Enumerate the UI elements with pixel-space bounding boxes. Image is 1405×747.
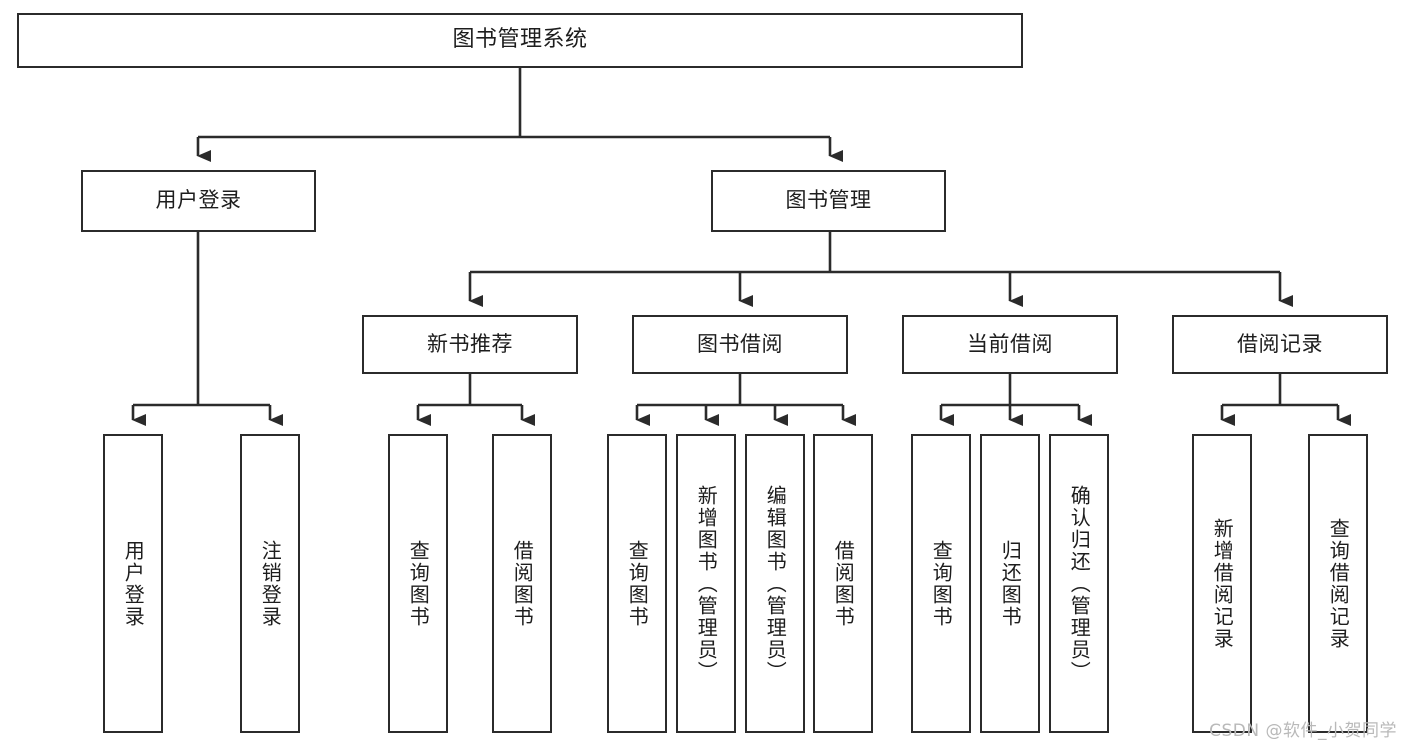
node-label: 注销登录 <box>258 539 283 628</box>
node-label: 图书管理 <box>785 188 872 213</box>
leaf-current-confirm-return[interactable]: 确认归还（管理员） <box>1049 434 1109 733</box>
leaf-recommend-query-book[interactable]: 查询图书 <box>388 434 448 733</box>
node-label: 查询图书 <box>625 539 650 628</box>
node-label: 确认归还（管理员） <box>1067 484 1092 683</box>
node-label: 编辑图书（管理员） <box>763 484 788 683</box>
leaf-user-login-login[interactable]: 用户登录 <box>103 434 163 733</box>
node-book-borrow[interactable]: 图书借阅 <box>632 315 848 374</box>
node-user-login[interactable]: 用户登录 <box>81 170 316 232</box>
leaf-borrow-query-book[interactable]: 查询图书 <box>607 434 667 733</box>
leaf-user-login-logout[interactable]: 注销登录 <box>240 434 300 733</box>
leaf-borrow-edit-book[interactable]: 编辑图书（管理员） <box>745 434 805 733</box>
node-root-system[interactable]: 图书管理系统 <box>17 13 1023 68</box>
leaf-recommend-borrow-book[interactable]: 借阅图书 <box>492 434 552 733</box>
leaf-record-add-record[interactable]: 新增借阅记录 <box>1192 434 1252 733</box>
node-label: 查询图书 <box>929 539 954 628</box>
node-label: 新增图书（管理员） <box>694 484 719 683</box>
node-label: 查询借阅记录 <box>1326 517 1351 650</box>
watermark: CSDN @软件_小贺同学 <box>1209 721 1397 741</box>
node-label: 新增借阅记录 <box>1210 517 1235 650</box>
node-label: 借阅图书 <box>831 539 856 628</box>
node-label: 借阅记录 <box>1237 331 1323 356</box>
node-current-borrow[interactable]: 当前借阅 <box>902 315 1118 374</box>
node-label: 当前借阅 <box>967 331 1053 356</box>
node-label: 查询图书 <box>406 539 431 628</box>
node-borrow-record[interactable]: 借阅记录 <box>1172 315 1388 374</box>
leaf-borrow-add-book[interactable]: 新增图书（管理员） <box>676 434 736 733</box>
node-book-management[interactable]: 图书管理 <box>711 170 946 232</box>
leaf-current-return-book[interactable]: 归还图书 <box>980 434 1040 733</box>
leaf-record-query-record[interactable]: 查询借阅记录 <box>1308 434 1368 733</box>
node-label: 用户登录 <box>155 188 242 213</box>
node-label: 归还图书 <box>998 539 1023 628</box>
leaf-current-query-book[interactable]: 查询图书 <box>911 434 971 733</box>
node-label: 新书推荐 <box>427 331 513 356</box>
node-label: 用户登录 <box>121 539 146 628</box>
node-new-book-recommend[interactable]: 新书推荐 <box>362 315 578 374</box>
node-label: 图书借阅 <box>697 331 783 356</box>
node-label: 借阅图书 <box>510 539 535 628</box>
leaf-borrow-borrow-book[interactable]: 借阅图书 <box>813 434 873 733</box>
node-label: 图书管理系统 <box>452 27 588 53</box>
